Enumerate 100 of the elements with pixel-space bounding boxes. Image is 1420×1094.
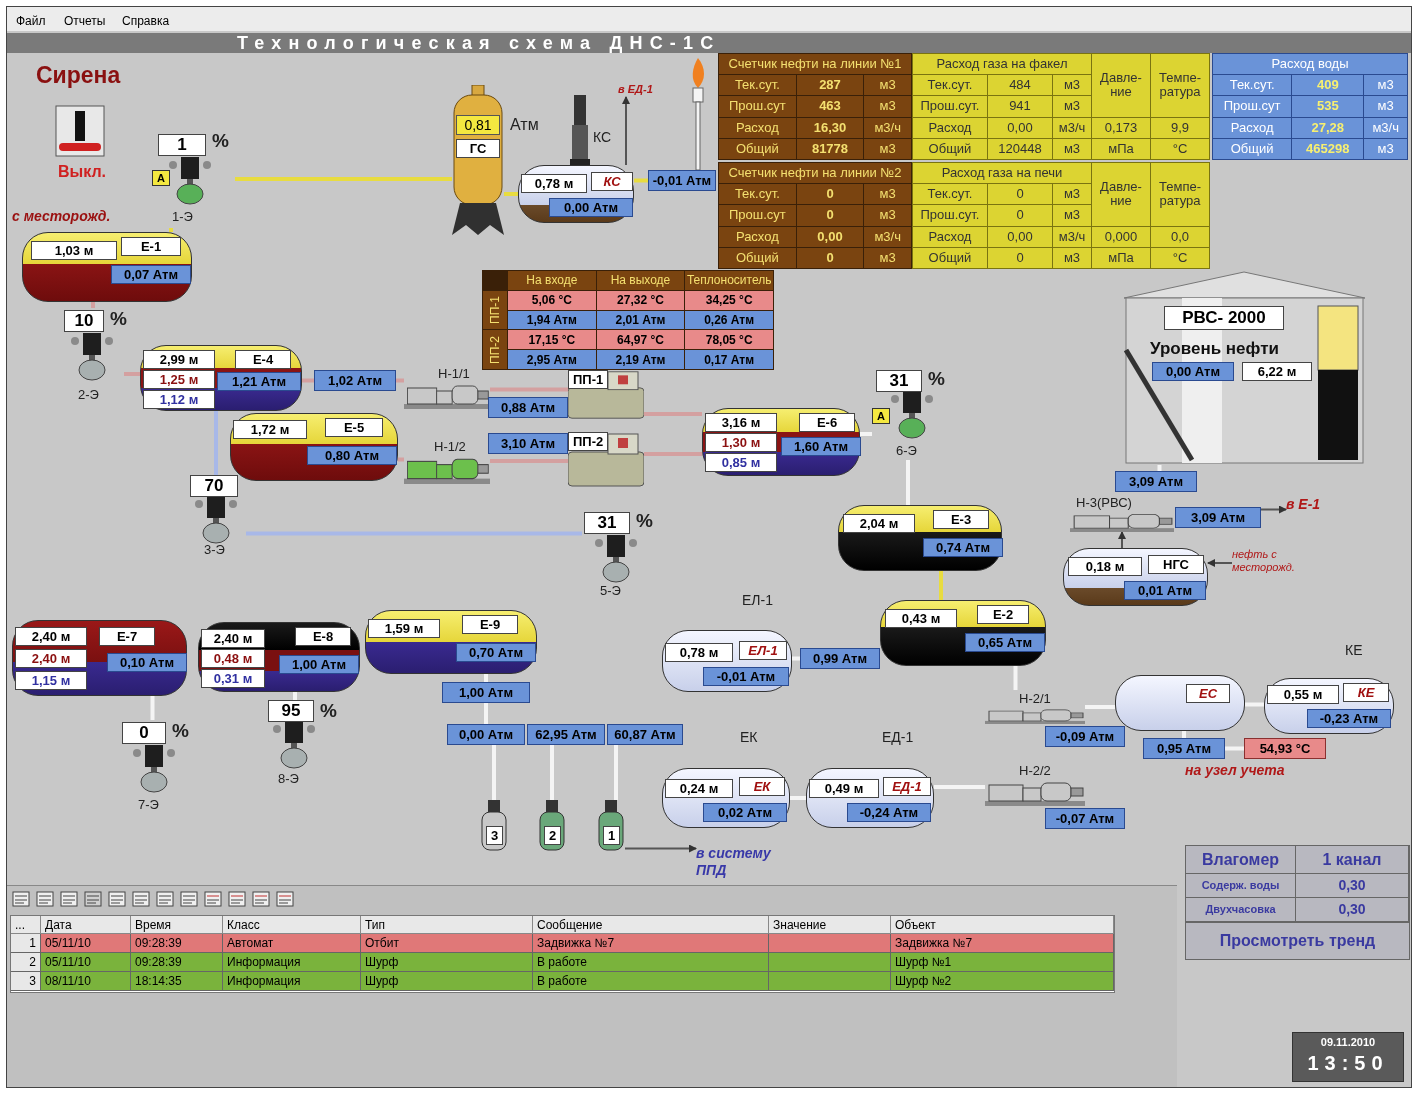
log-entry-text: 1 [11, 934, 41, 953]
unit-label: м3 [1364, 138, 1407, 159]
table-value: 120448 [988, 138, 1052, 159]
level-readout: 0,24 м [665, 779, 733, 798]
table-value: 409 [1292, 75, 1364, 96]
pressure-readout: 0,81 [456, 115, 500, 135]
level-readout: 0,31 м [201, 669, 265, 688]
valve-opening-readout: 1 [158, 134, 206, 156]
destination-label: на узел учета [1185, 760, 1303, 778]
table-header: Давле- ние [1092, 163, 1150, 226]
equipment-tag: Е-6 [799, 413, 855, 432]
unit-label: м3 [864, 96, 911, 117]
horizontal-vessel [662, 768, 790, 828]
equipment-label: Н-2/2 [1018, 762, 1052, 780]
unit-label: м3/ч [1053, 226, 1091, 247]
row-label: Тек.сут. [1213, 75, 1292, 96]
pipe-line [1157, 465, 1162, 471]
unit-label: м3 [1053, 96, 1091, 117]
equipment-label: ЕД-1 [882, 728, 914, 747]
unit-label: м3 [864, 75, 911, 96]
level-readout: 1,12 м [143, 390, 215, 409]
pipe-line [124, 372, 140, 376]
level-readout: ПП-1 [568, 370, 609, 389]
pipe-line [91, 302, 95, 308]
equipment-tag: ЕК [739, 777, 785, 796]
pressure-readout: 1,02 Атм [314, 370, 396, 391]
row-label: Общий [1213, 138, 1292, 159]
pipe-line [302, 378, 314, 383]
destination-label: в систему ППД [696, 845, 792, 881]
table-value: 81778 [796, 138, 864, 159]
level-readout: 1,59 м [368, 619, 440, 638]
pressure-readout: 3,09 Атм [1175, 507, 1261, 528]
pipe-line [396, 378, 404, 383]
clock-display [1292, 1032, 1404, 1082]
log-entry-text: Шурф [361, 972, 533, 991]
valve-opening-readout: 31 [876, 370, 922, 392]
table-value: 64,97 °С [596, 330, 685, 350]
level-readout: 3 [486, 826, 504, 845]
level-readout: 1 [603, 826, 621, 845]
pipe-line [614, 745, 618, 800]
pipe-line [1182, 731, 1186, 738]
unit-label: % [927, 368, 946, 390]
pipe-line [214, 411, 218, 475]
switch-state-label: Выкл. [58, 162, 107, 182]
table-value: 0 [796, 247, 864, 268]
horizontal-vessel [1063, 548, 1208, 606]
table-value: 463 [796, 96, 864, 117]
flow-arrow [622, 96, 630, 166]
pressure-readout: 0,80 Атм [307, 446, 397, 465]
menu-item: Файл [16, 13, 46, 30]
level-readout: 1,03 м [31, 241, 117, 260]
equipment-label: 2-Э [77, 386, 100, 404]
horizontal-vessel [1264, 678, 1394, 734]
pipe-line [939, 571, 943, 600]
horizontal-vessel [198, 622, 360, 692]
pressure-readout: 1,00 Атм [279, 655, 359, 674]
equipment-label: 3-Э [203, 541, 226, 559]
temperature-readout: 54,93 °С [1244, 738, 1326, 759]
level-readout: 0,85 м [705, 453, 777, 472]
pressure-readout: 60,87 Атм [607, 724, 683, 745]
table-value: 535 [1292, 96, 1364, 117]
menu-item: Отчеты [64, 13, 106, 30]
row-label: Общий [719, 138, 796, 159]
level-readout: 0,18 м [1068, 557, 1142, 576]
unit-label: % [635, 510, 654, 532]
row-label: Прош.сут. [913, 96, 987, 117]
level-readout: 0,55 м [1267, 685, 1339, 704]
level-readout: 2,40 м [15, 649, 87, 668]
log-entry-text: В работе [533, 972, 769, 991]
unit-label: мПа [1092, 247, 1150, 268]
pipe-line [550, 745, 554, 800]
pipe-line [644, 412, 702, 416]
unit-label: м3/ч [864, 226, 911, 247]
unit-label: м3 [864, 184, 911, 205]
table-value: 0 [988, 247, 1052, 268]
horizontal-vessel [806, 768, 934, 828]
table-header: Счетчик нефти на линии №1 [719, 54, 911, 75]
equipment-label: ЕЛ-1 [742, 591, 773, 610]
pressure-readout: 0,65 Атм [965, 633, 1045, 652]
level-readout: 2,99 м [143, 350, 215, 369]
destination-label: нефть с месторожд. [1232, 548, 1328, 578]
table-value: 17,15 °С [508, 330, 596, 350]
table-value: 2,95 Атм [508, 350, 596, 369]
equipment-tag: ЕД-1 [883, 777, 931, 796]
panel-value: 0,30 [1296, 874, 1409, 898]
table-value: 941 [988, 96, 1052, 117]
level-readout: 0,48 м [201, 649, 265, 668]
title-bar: Технологическая схема ДНС-1С [7, 33, 1411, 53]
table-header: Счетчик нефти на линии №2 [719, 163, 911, 184]
level-readout: 2 [544, 826, 562, 845]
table-value: 0,00 [796, 226, 864, 247]
equipment-tag: РВС- 2000 [1164, 306, 1284, 330]
row-label: Расход [913, 117, 987, 138]
flow-arrow [1260, 505, 1287, 514]
equipment-label: Н-2/1 [1018, 690, 1052, 708]
panel-label: Содерж. воды [1186, 874, 1296, 898]
table-value: 465298 [1292, 138, 1364, 159]
log-entry-text: Информация [223, 972, 361, 991]
view-trend-button: Просмотреть тренд [1186, 922, 1409, 959]
equipment-tag: Е-5 [325, 418, 383, 437]
